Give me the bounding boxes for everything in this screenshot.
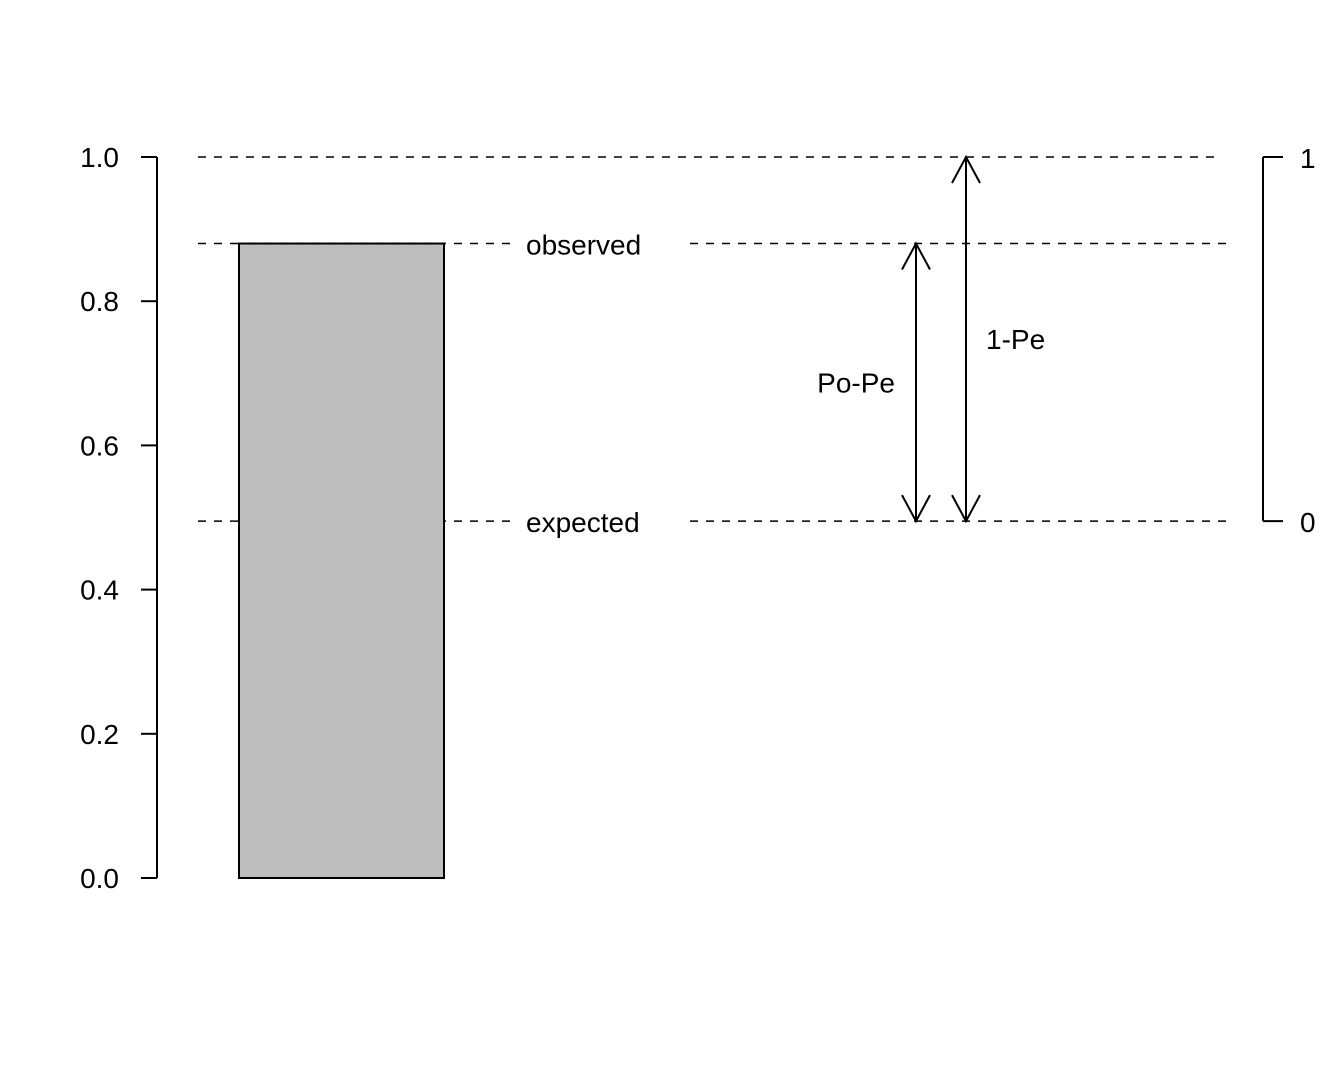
reference-line-label: expected	[526, 507, 640, 538]
y-tick-label: 0.8	[80, 286, 119, 317]
y-tick-label: 0.4	[80, 575, 119, 606]
bars	[238, 242, 445, 879]
arrow-label: Po-Pe	[817, 367, 895, 398]
arrow-label: 1-Pe	[986, 324, 1045, 355]
arrows: Po-Pe 1-Pe	[817, 154, 1045, 524]
y-tick-label: 0.0	[80, 863, 119, 894]
y-axis: 0.0 0.2 0.4 0.6 0.8 1.0	[80, 142, 158, 894]
arrow-head	[951, 154, 981, 184]
y-tick-label: 0.6	[80, 430, 119, 461]
bar	[238, 242, 445, 879]
arrow-head	[901, 241, 931, 270]
y-tick-label: 1.0	[80, 142, 119, 173]
reference-line-label: observed	[526, 230, 641, 261]
right-axis: 10	[1262, 143, 1316, 538]
y-tick-label: 0.2	[80, 719, 119, 750]
arrow-head	[901, 494, 931, 524]
right-tick-label: 1	[1300, 143, 1316, 174]
arrow-head	[951, 494, 981, 524]
right-tick-label: 0	[1300, 507, 1316, 538]
